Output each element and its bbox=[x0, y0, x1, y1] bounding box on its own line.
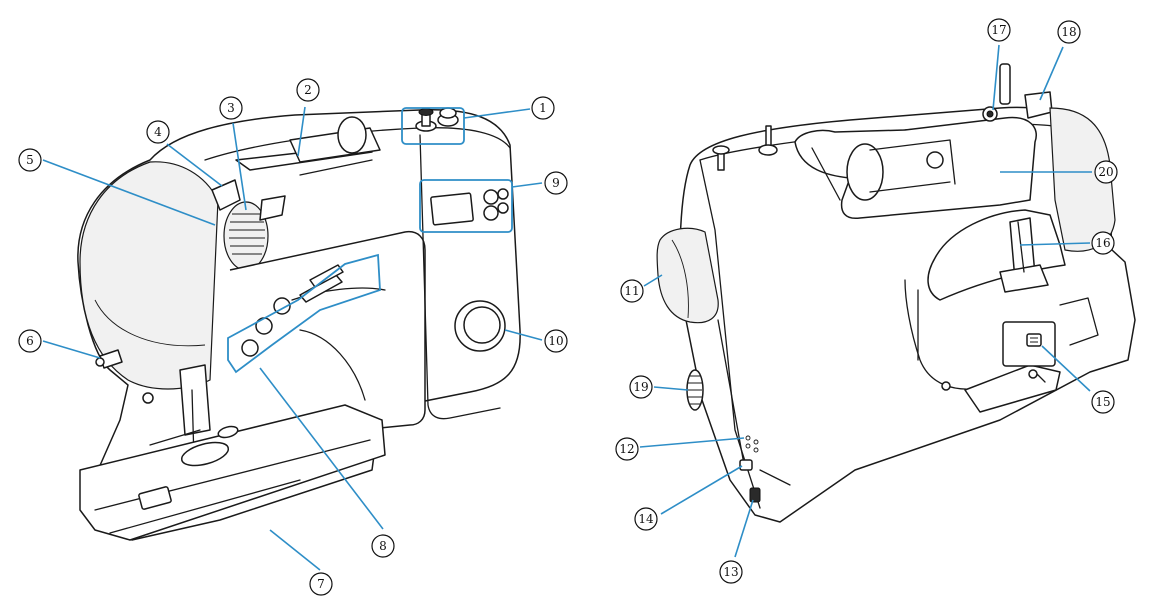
leader-17 bbox=[992, 44, 1000, 111]
leader-4 bbox=[166, 143, 223, 187]
callout-16: 16 bbox=[1091, 231, 1115, 255]
callout-15: 15 bbox=[1091, 390, 1115, 414]
head-cover bbox=[79, 161, 219, 390]
svg-text:8: 8 bbox=[379, 539, 387, 553]
callout-1: 1 bbox=[531, 96, 555, 120]
leader-3 bbox=[232, 122, 247, 211]
svg-text:5: 5 bbox=[26, 153, 34, 167]
leader-lines bbox=[42, 44, 1092, 571]
svg-text:7: 7 bbox=[317, 577, 325, 591]
callout-markers: 1 2 3 4 5 6 7 8 9 10 11 12 13 14 15 16 1… bbox=[18, 18, 1118, 596]
svg-text:6: 6 bbox=[26, 334, 34, 348]
callout-20: 20 bbox=[1094, 160, 1118, 184]
leader-16 bbox=[1019, 242, 1091, 246]
leader-2 bbox=[297, 106, 306, 157]
svg-text:18: 18 bbox=[1061, 25, 1076, 39]
svg-text:14: 14 bbox=[638, 512, 654, 526]
svg-text:4: 4 bbox=[154, 125, 162, 139]
callout-4: 4 bbox=[146, 120, 170, 144]
svg-text:16: 16 bbox=[1095, 236, 1110, 250]
handwheel bbox=[656, 227, 719, 324]
leader-12 bbox=[639, 437, 745, 448]
svg-text:2: 2 bbox=[304, 83, 312, 97]
svg-text:17: 17 bbox=[991, 23, 1006, 37]
svg-text:15: 15 bbox=[1095, 395, 1110, 409]
svg-text:9: 9 bbox=[552, 176, 560, 190]
svg-text:10: 10 bbox=[548, 334, 563, 348]
highlight-lcd-panel bbox=[419, 179, 513, 233]
sewing-machine-front-icon bbox=[77, 107, 521, 541]
svg-text:12: 12 bbox=[619, 442, 634, 456]
callout-17: 17 bbox=[987, 18, 1011, 42]
callout-8: 8 bbox=[371, 534, 395, 558]
leader-9 bbox=[511, 182, 543, 188]
svg-text:11: 11 bbox=[624, 284, 639, 298]
leader-10 bbox=[504, 329, 543, 341]
leader-19 bbox=[653, 386, 689, 391]
highlight-pattern-buttons bbox=[227, 253, 381, 374]
leader-7 bbox=[269, 529, 321, 571]
leader-1 bbox=[463, 108, 531, 119]
leader-14 bbox=[660, 465, 743, 515]
highlight-bobbin-winder bbox=[401, 107, 465, 145]
leader-15 bbox=[1041, 345, 1091, 392]
callout-14: 14 bbox=[634, 507, 658, 531]
callout-2: 2 bbox=[296, 78, 320, 102]
callout-13: 13 bbox=[719, 560, 743, 584]
callout-5: 5 bbox=[18, 148, 42, 172]
callout-7: 7 bbox=[309, 572, 333, 596]
svg-text:1: 1 bbox=[539, 101, 547, 115]
leader-11 bbox=[643, 274, 663, 287]
leader-18 bbox=[1039, 46, 1064, 101]
leader-5 bbox=[42, 159, 216, 226]
svg-text:13: 13 bbox=[723, 565, 738, 579]
callout-3: 3 bbox=[219, 96, 243, 120]
callout-10: 10 bbox=[544, 329, 568, 353]
svg-text:19: 19 bbox=[633, 380, 648, 394]
leader-6 bbox=[42, 340, 101, 359]
callout-18: 18 bbox=[1057, 20, 1081, 44]
sewing-machine-rear-icon bbox=[656, 63, 1136, 523]
svg-text:20: 20 bbox=[1098, 165, 1113, 179]
callout-12: 12 bbox=[615, 437, 639, 461]
svg-text:3: 3 bbox=[227, 101, 235, 115]
leader-13 bbox=[734, 499, 754, 558]
callout-19: 19 bbox=[629, 375, 653, 399]
leader-8 bbox=[259, 367, 384, 530]
callout-9: 9 bbox=[544, 171, 568, 195]
callout-11: 11 bbox=[620, 279, 644, 303]
callout-6: 6 bbox=[18, 329, 42, 353]
